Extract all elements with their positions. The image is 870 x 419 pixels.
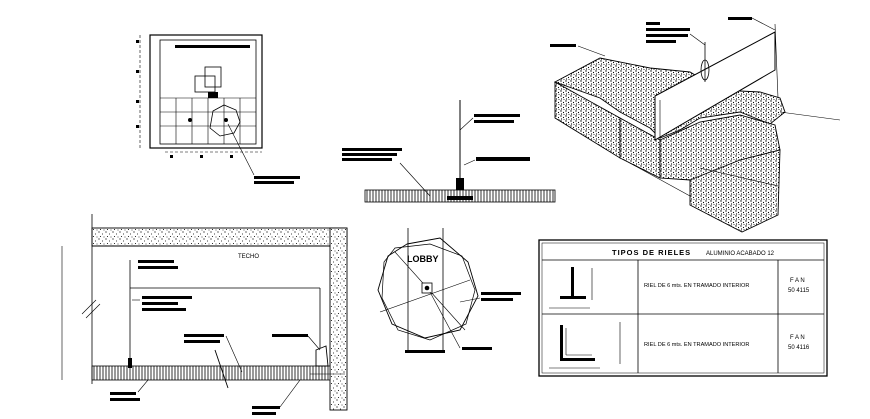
- ceiling-label: TECHO: [238, 254, 259, 260]
- row1-description: RIEL DE 6 mts. EN TRAMADO INTERIOR: [644, 283, 749, 289]
- row2-description: RIEL DE 6 mts. EN TRAMADO INTERIOR: [644, 342, 749, 348]
- rail-section-detail: [342, 100, 556, 203]
- row2-code-top: F A N: [790, 335, 805, 341]
- table-subtitle: ALUMINIO ACABADO 12: [706, 251, 775, 257]
- l-rail-profile-icon: [549, 322, 621, 369]
- lobby-label: LOBBY: [407, 254, 439, 264]
- table-title: TIPOS DE RIELES: [612, 248, 691, 257]
- isometric-floor-detail: [550, 17, 841, 233]
- row1-code-top: F A N: [790, 278, 805, 284]
- row2-code-bottom: 50 4116: [788, 345, 810, 351]
- rail-types-table: TIPOS DE RIELES ALUMINIO ACABADO 12 RIEL…: [538, 239, 828, 377]
- wall-ceiling-section: TECHO: [61, 214, 348, 415]
- plan-view-small: [136, 34, 300, 184]
- row1-code-bottom: 50 4115: [788, 288, 810, 294]
- lobby-plan: LOBBY: [377, 228, 521, 353]
- t-rail-profile-icon: [549, 267, 593, 309]
